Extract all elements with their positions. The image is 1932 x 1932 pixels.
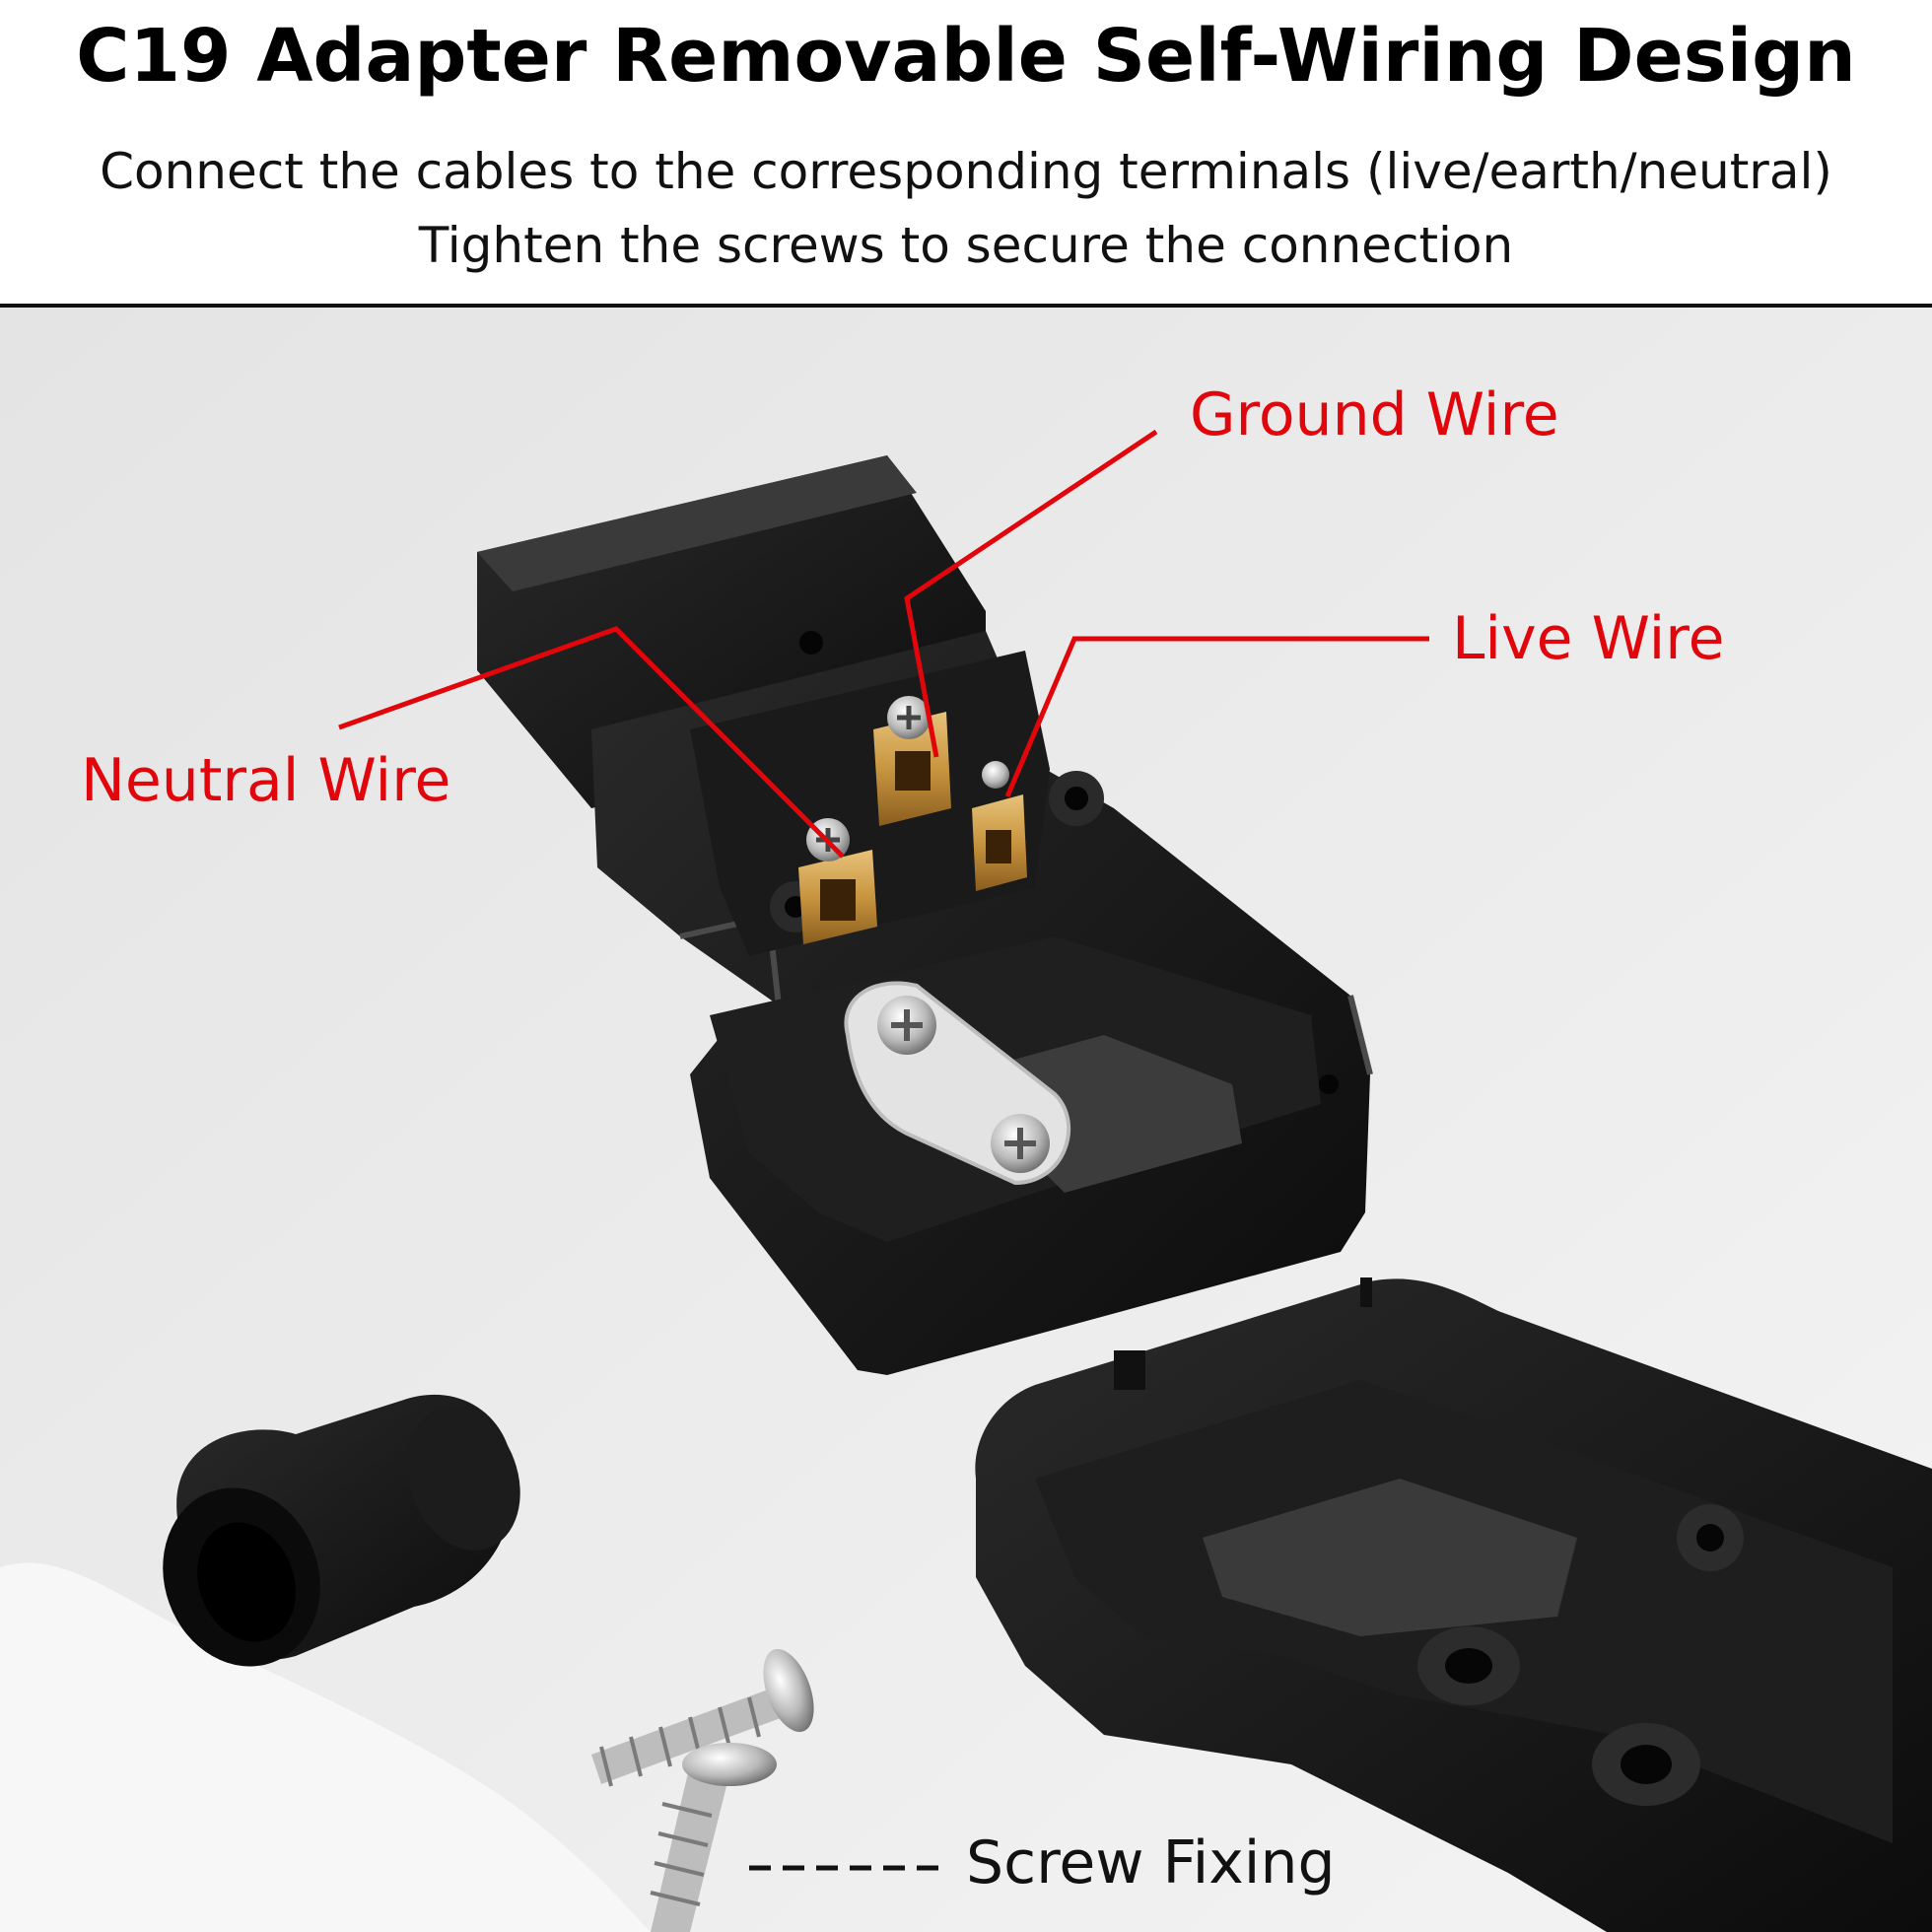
screw-dashed-leader xyxy=(749,1865,946,1871)
live-wire-label: Live Wire xyxy=(1452,604,1725,673)
screw-fixing-label: Screw Fixing xyxy=(966,1828,1336,1898)
instruction-line-2: Tighten the screws to secure the connect… xyxy=(418,217,1514,274)
live-leader-line xyxy=(1004,636,1429,797)
rubber-bushing xyxy=(163,1394,520,1667)
neutral-wire-label: Neutral Wire xyxy=(81,746,451,815)
ground-wire-label: Ground Wire xyxy=(1190,380,1559,449)
page-title: C19 Adapter Removable Self-Wiring Design xyxy=(76,14,1856,99)
connector-cover xyxy=(975,1277,1932,1932)
header-divider xyxy=(0,304,1932,308)
fixing-screws xyxy=(591,1648,814,1932)
leader-lines xyxy=(338,429,1429,859)
product-photo xyxy=(0,308,1932,1932)
cable-clamp xyxy=(844,981,1071,1186)
neutral-leader-line xyxy=(338,626,845,859)
instruction-line-1: Connect the cables to the corresponding … xyxy=(100,143,1832,200)
header-panel: C19 Adapter Removable Self-Wiring Design… xyxy=(0,0,1932,306)
ground-leader-line xyxy=(904,429,1158,758)
background-highlight xyxy=(0,1562,651,1932)
